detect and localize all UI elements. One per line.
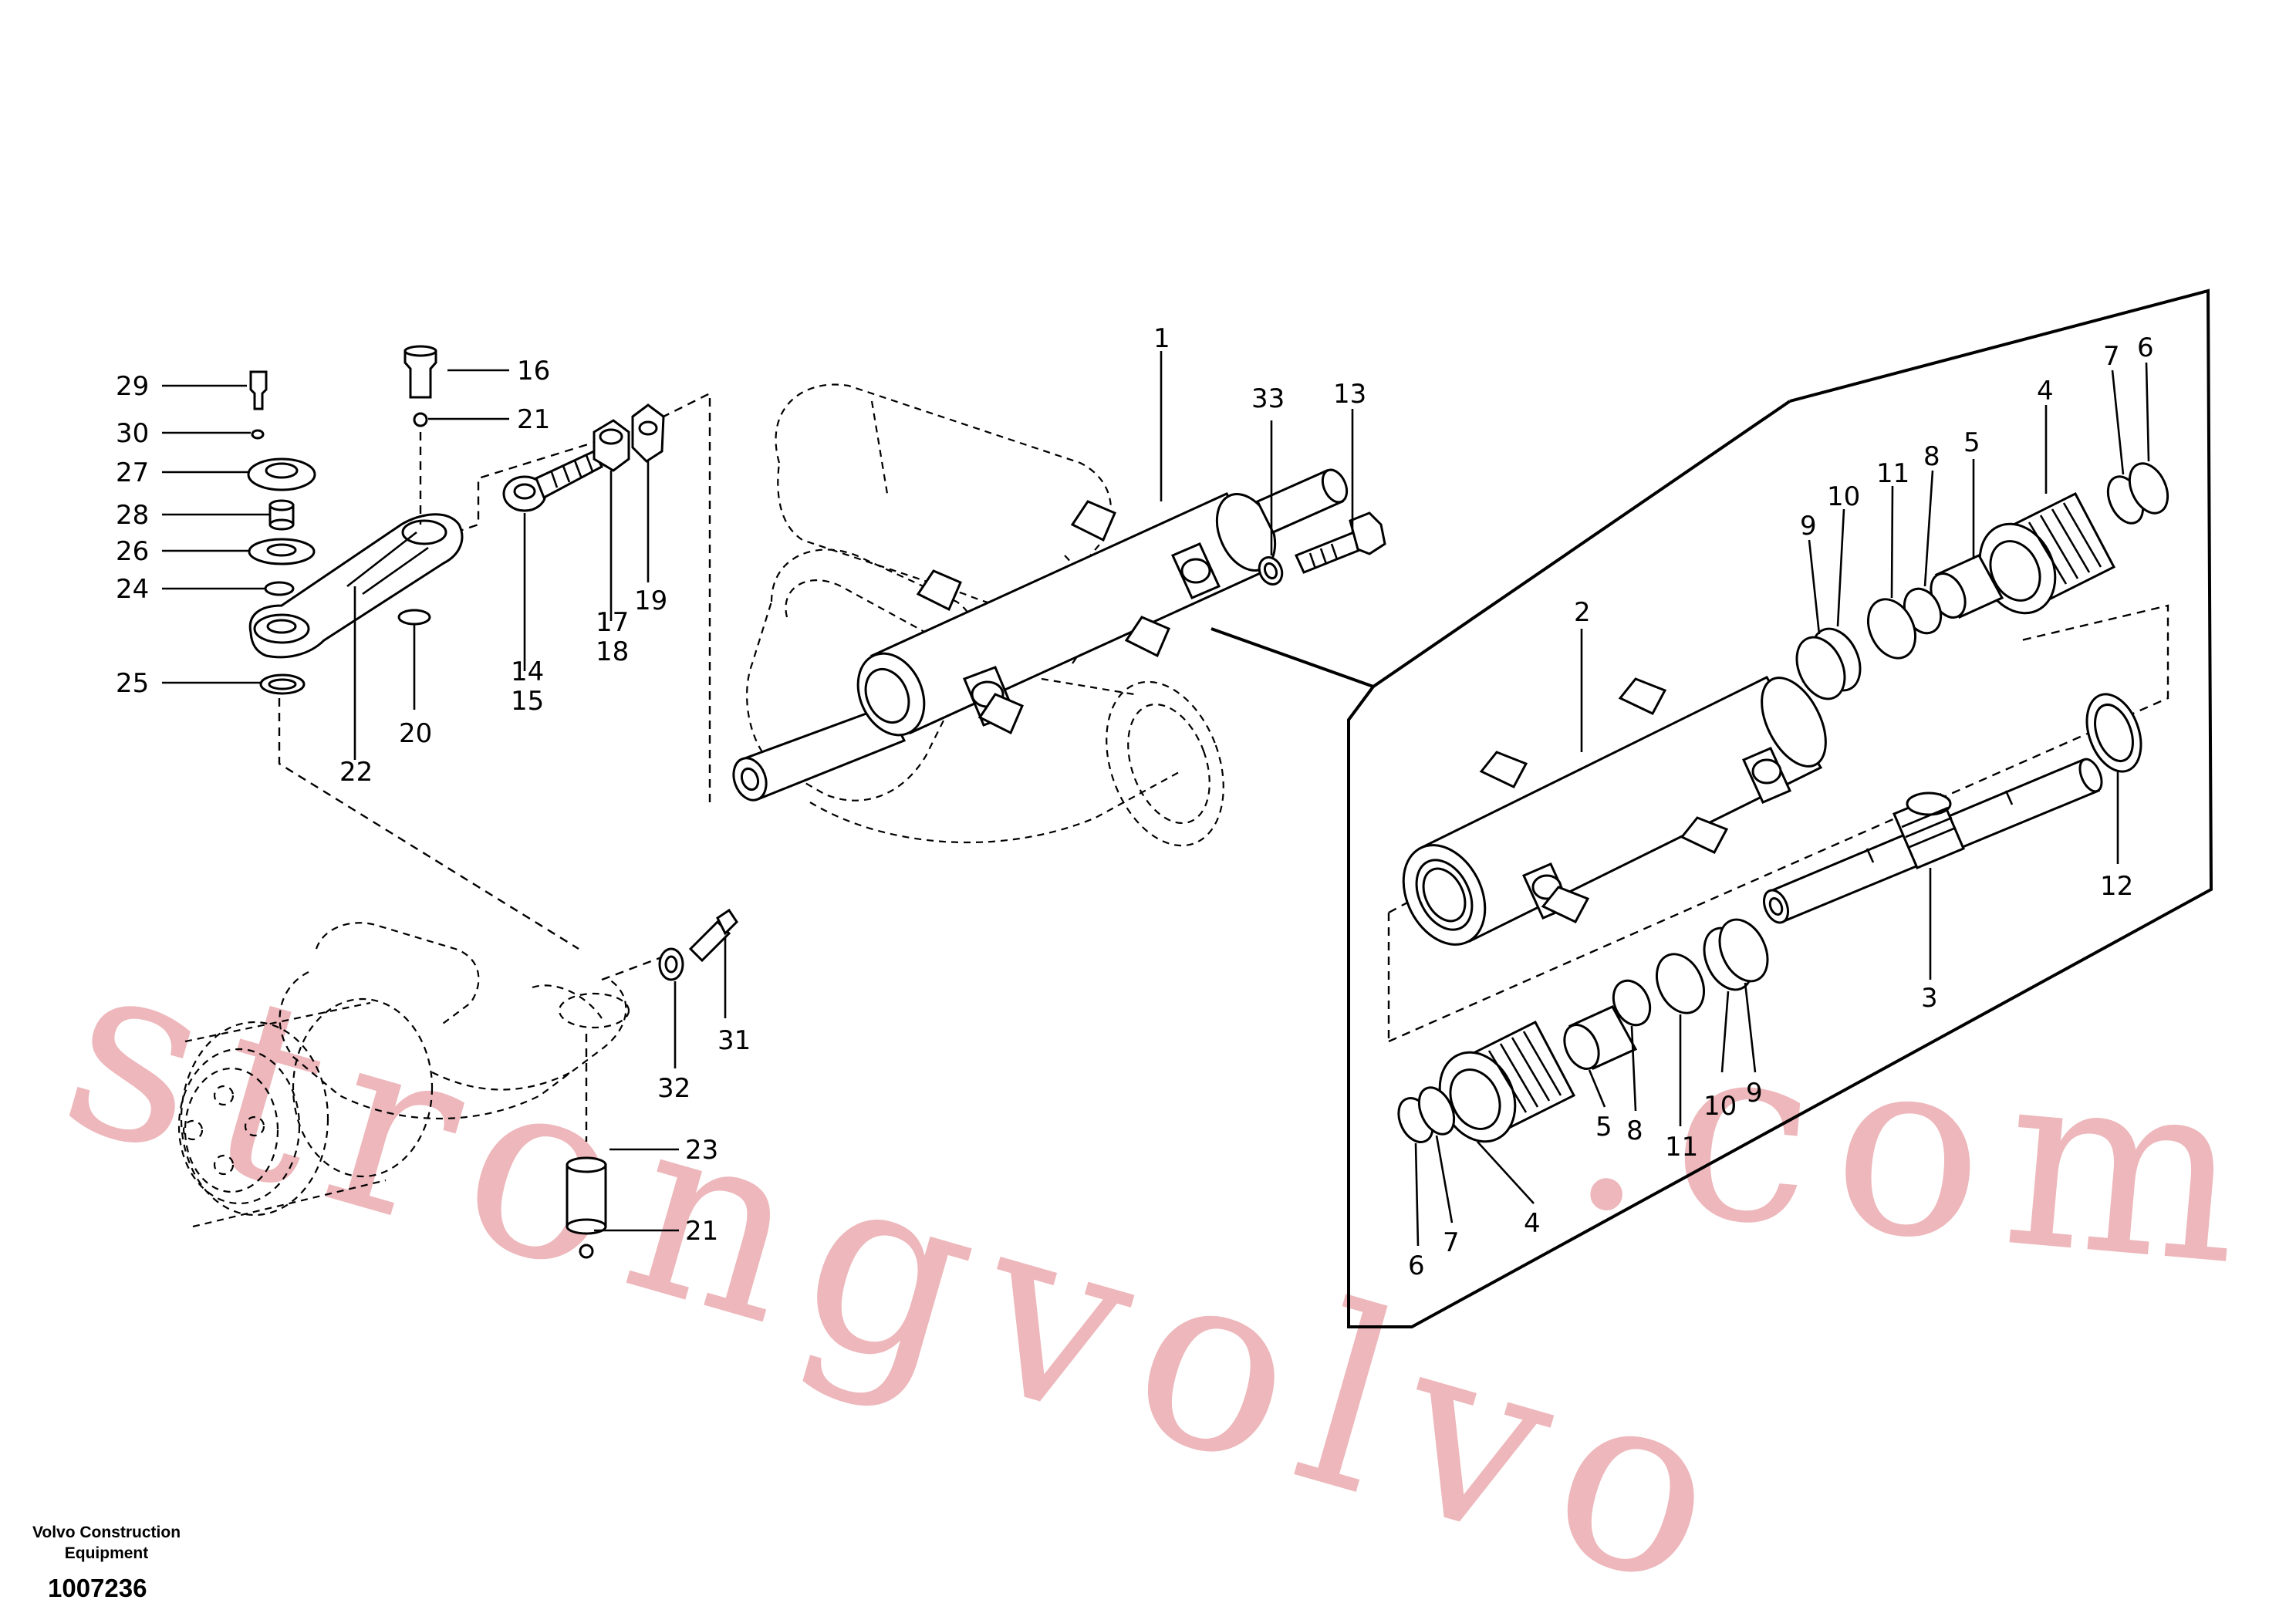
part-21-nipple-lower: [579, 1244, 594, 1259]
callout-13: 13: [1333, 379, 1366, 410]
leader-cylinder-to-tierod: [431, 392, 711, 802]
part-3-piston-rod: [1763, 758, 2103, 924]
part-5-bushing-lower: [1563, 1005, 1638, 1070]
part-23-king-pin: [566, 1156, 607, 1235]
callout-10-lower: 10: [1703, 1091, 1737, 1122]
callout-11-upper: 11: [1876, 458, 1909, 489]
callout-24: 24: [116, 574, 149, 605]
callout-6-lower: 6: [1408, 1250, 1425, 1281]
callout-labels: 1 2 3 4 4 5 5 6 6 7 7 8 8 9 9 10 10 11 1…: [116, 323, 2154, 1281]
callout-8-lower: 8: [1626, 1115, 1643, 1146]
part-11-ring-upper: [1867, 598, 1916, 660]
callout-20: 20: [399, 718, 432, 749]
detail-frame-top: [1372, 400, 1791, 688]
part-9-ring-lower: [1718, 918, 1769, 983]
part-13-bolt: [1294, 511, 1386, 574]
part-12-wiper-ring: [2085, 693, 2142, 773]
part-11-ring-lower: [1656, 953, 1705, 1014]
callout-16: 16: [517, 356, 550, 386]
callout-26: 26: [116, 536, 149, 567]
part-20-snap-ring: [397, 609, 431, 626]
part-21-nipple-upper: [413, 412, 428, 427]
callout-18: 18: [596, 636, 629, 667]
callout-9-upper: 9: [1800, 511, 1817, 542]
part-16-pin: [403, 349, 437, 399]
callout-15: 15: [511, 686, 544, 717]
callout-21-upper: 21: [517, 404, 550, 435]
callout-8-upper: 8: [1923, 441, 1940, 472]
company-name-line1: Volvo Construction: [32, 1524, 181, 1541]
part-17-nut: [593, 419, 630, 472]
callout-12: 12: [2100, 871, 2133, 902]
part-31-bolt: [688, 908, 738, 963]
callout-7-lower: 7: [1443, 1227, 1460, 1258]
drawing-number: 1007236: [48, 1574, 147, 1602]
part-4-gland-lower: [1438, 1021, 1576, 1143]
callout-11-lower: 11: [1665, 1132, 1698, 1163]
steering-cylinder-assembly: [732, 468, 1349, 802]
watermark: strongvolvo .com: [38, 899, 2275, 1620]
callout-1: 1: [1153, 323, 1170, 354]
callout-9-lower: 9: [1746, 1078, 1763, 1109]
callout-14: 14: [511, 656, 544, 687]
part-2-cylinder-tube: [1402, 676, 1827, 946]
part-9-ring-upper: [1795, 636, 1846, 700]
leader-knuckle-to-32: [601, 955, 664, 981]
callout-5-lower: 5: [1595, 1112, 1612, 1142]
callout-31: 31: [718, 1025, 751, 1056]
company-name-line2: Equipment: [65, 1544, 149, 1562]
callout-21-lower: 21: [685, 1216, 718, 1247]
leader-lines: [162, 351, 2150, 1247]
callout-4-upper: 4: [2037, 376, 2054, 407]
watermark-left: strongvolvo: [38, 899, 1770, 1620]
steering-arm-assembly: [247, 345, 665, 695]
callout-33: 33: [1251, 383, 1285, 414]
callout-3: 3: [1921, 983, 1938, 1014]
part-7-ring-lower: [1417, 1086, 1456, 1136]
callout-10-upper: 10: [1827, 481, 1860, 512]
callout-6-upper: 6: [2137, 332, 2154, 363]
callout-32: 32: [657, 1073, 690, 1104]
part-30-washer: [251, 429, 265, 440]
callout-17: 17: [596, 607, 629, 638]
footer: Volvo Construction Equipment 1007236: [32, 1524, 181, 1602]
callout-30: 30: [116, 418, 149, 449]
callout-4-lower: 4: [1524, 1208, 1541, 1239]
callout-7-upper: 7: [2103, 341, 2120, 372]
part-19-lock-washer: [631, 403, 665, 463]
part-6-ring-upper: [2128, 462, 2169, 515]
callout-2: 2: [1574, 597, 1591, 628]
callout-25: 25: [116, 668, 149, 699]
part-32-nut: [658, 947, 684, 981]
part-29-bolt: [249, 370, 268, 410]
part-33-washer: [1258, 556, 1284, 586]
part-8-ring-lower: [1612, 979, 1652, 1027]
leader-arm-to-knuckle: [278, 698, 579, 950]
callout-28: 28: [116, 500, 149, 531]
callout-5-upper: 5: [1963, 427, 1980, 458]
axle-housing-ghost: [177, 383, 1224, 1228]
part-14-tie-rod-end: [502, 450, 603, 512]
detail-callout-wedge: [1210, 627, 1374, 688]
part-24-ring: [264, 581, 295, 596]
callout-27: 27: [116, 457, 149, 488]
callout-19: 19: [634, 586, 667, 616]
part-4-gland-upper: [1978, 492, 2116, 615]
callout-23: 23: [685, 1135, 718, 1166]
callout-29: 29: [116, 371, 149, 402]
detail-frame: [1347, 289, 2213, 1328]
callout-22: 22: [339, 757, 373, 788]
